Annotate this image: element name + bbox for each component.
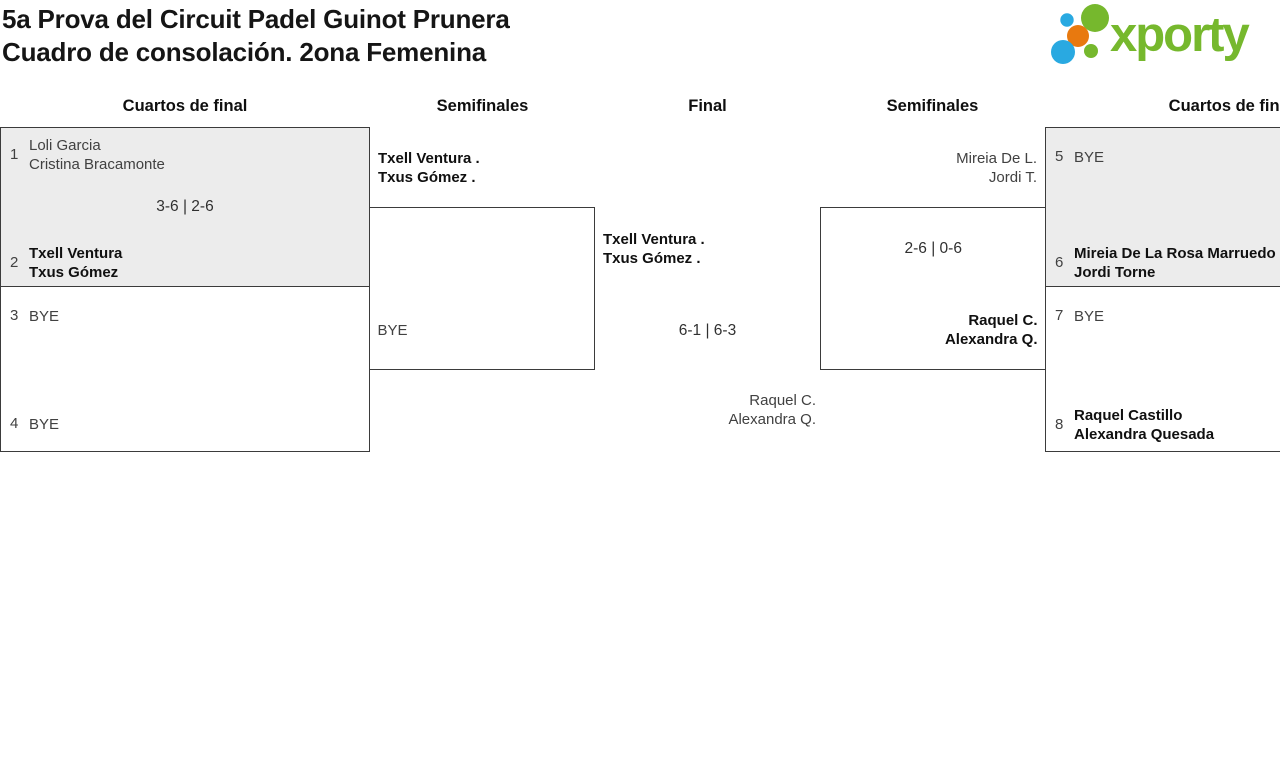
seed-number-7: 7 [1055, 306, 1064, 324]
round-header-quarterfinals-right: Cuartos de final [1168, 97, 1280, 115]
team-loli-garcia-cristina-bracamonte: Loli Garcia Cristina Bracamonte [29, 136, 165, 174]
finalist-left: Txell Ventura . Txus Gómez . [603, 230, 705, 268]
player-name: Raquel Castillo [1074, 406, 1183, 424]
page-title: 5a Prova del Circuit Padel Guinot Pruner… [2, 3, 510, 69]
round-header-quarterfinals-left: Cuartos de final [122, 97, 248, 115]
player-name: Txus Gómez [29, 264, 119, 281]
player-name: Mireia De La Rosa Marruedo [1074, 245, 1276, 262]
player-name: Alexandra Q. [728, 411, 816, 428]
seed-number-3: 3 [10, 306, 19, 324]
team-bye-4: BYE [29, 415, 60, 433]
team-raquel-castillo-alexandra-quesada: Raquel Castillo Alexandra Quesada [1074, 406, 1214, 444]
tournament-name: 5a Prova del Circuit Padel Guinot Pruner… [2, 4, 510, 34]
player-name: Raquel C. [968, 312, 1038, 329]
seed-number-8: 8 [1055, 415, 1064, 433]
team-mireia-jordi: Mireia De La Rosa Marruedo Jordi Torne [1074, 244, 1276, 282]
player-name: Raquel C. [749, 392, 816, 409]
xporty-logo[interactable]: xporty [1046, 2, 1280, 68]
team-bye-5: BYE [1074, 149, 1105, 166]
player-name: Jordi T. [988, 169, 1037, 186]
round-header-final: Final [688, 97, 727, 115]
finalist-right: Raquel C. Alexandra Q. [728, 391, 816, 429]
advancing-team-sf-left: Txell Ventura . Txus Gómez . [378, 149, 480, 187]
team-txell-ventura-txus-gomez: Txell Ventura Txus Gómez [29, 244, 122, 282]
final-score: 6-1 | 6-3 [678, 322, 737, 339]
advancing-team-sf-right: Mireia De L. Jordi T. [956, 149, 1037, 187]
player-name: Cristina Bracamonte [29, 156, 165, 173]
player-name: Txus Gómez . [603, 250, 701, 267]
player-name: Txell Ventura . [603, 231, 705, 248]
player-name: Jordi Torne [1074, 264, 1156, 281]
xporty-logo-dots-icon [1051, 4, 1109, 64]
seed-number-6: 6 [1055, 254, 1064, 271]
seed-number-4: 4 [10, 414, 19, 432]
player-name: Alexandra Q. [944, 331, 1038, 348]
seed-number-1: 1 [10, 146, 19, 163]
match-score-sf-right: 2-6 | 0-6 [904, 240, 962, 257]
round-header-semifinals-left: Semifinales [436, 97, 529, 115]
team-bye-sf-left: BYE [377, 322, 408, 339]
bracket-subtitle: Cuadro de consolación. 2ona Femenina [2, 37, 487, 67]
match-box-qf-right-2[interactable]: 7 BYE 8 Raquel Castillo Alexandra Quesad… [1045, 285, 1280, 452]
player-name: Alexandra Quesada [1074, 425, 1215, 443]
player-name: Mireia De L. [956, 150, 1037, 167]
player-name: Loli Garcia [29, 137, 101, 154]
xporty-logo-wordmark: xporty [1110, 8, 1250, 62]
team-bye-7: BYE [1074, 307, 1105, 325]
match-box-sf-right[interactable]: 2-6 | 0-6 Raquel C. Alexandra Q. [820, 207, 1047, 370]
match-box-qf-right-1[interactable]: 5 BYE 6 Mireia De La Rosa Marruedo Jordi… [1045, 127, 1280, 287]
team-bye-3: BYE [29, 307, 60, 325]
player-name: Txell Ventura . [378, 150, 480, 167]
player-name: Txus Gómez . [378, 169, 476, 186]
match-score-qf-left-1: 3-6 | 2-6 [156, 198, 214, 215]
match-box-qf-left-1[interactable]: 1 Loli Garcia Cristina Bracamonte 3-6 | … [0, 127, 370, 287]
round-header-semifinals-right: Semifinales [886, 97, 979, 115]
team-raquel-alexandra-sf: Raquel C. Alexandra Q. [945, 311, 1038, 349]
player-name: Txell Ventura [29, 245, 123, 262]
match-box-qf-left-2[interactable]: 3 BYE 4 BYE [0, 285, 370, 452]
seed-number-2: 2 [10, 254, 19, 271]
seed-number-5: 5 [1055, 148, 1064, 165]
match-box-sf-left[interactable]: BYE [368, 207, 595, 370]
